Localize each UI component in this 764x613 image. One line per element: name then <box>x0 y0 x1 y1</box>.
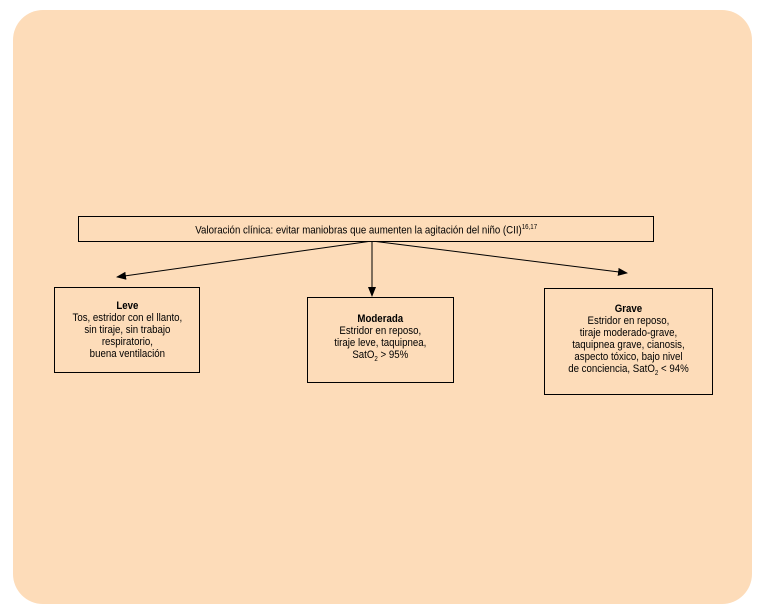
leve-title: Leve <box>115 300 139 312</box>
header-superscript: 16,17 <box>521 223 537 231</box>
grave-title: Grave <box>614 302 643 315</box>
moderada-line: Estridor en reposo, <box>339 325 422 338</box>
grave-line: taquipnea grave, cianosis, <box>572 338 685 351</box>
leve-line: buena ventilación <box>89 348 165 360</box>
moderada-line: tiraje leve, taquipnea, <box>334 337 427 350</box>
grave-line: Estridor en reposo, <box>587 314 670 327</box>
grave-line: aspecto tóxico, bajo nivel <box>574 350 683 363</box>
moderada-title: Moderada <box>357 313 404 326</box>
leve-line: respiratorio, <box>101 336 153 348</box>
header-box: Valoración clínica: evitar maniobras que… <box>78 216 654 242</box>
moderada-sat: SatO2 > 95% <box>352 349 409 364</box>
leve-line: Tos, estridor con el llanto, <box>72 312 182 324</box>
grave-box: Grave Estridor en reposo, tiraje moderad… <box>544 288 713 395</box>
header-text: Valoración clínica: evitar maniobras que… <box>195 224 522 237</box>
grave-sat: de conciencia, SatO2 < 94% <box>568 362 689 378</box>
leve-line: sin tiraje, sin trabajo <box>83 324 171 336</box>
moderada-box: Moderada Estridor en reposo, tiraje leve… <box>307 297 454 383</box>
grave-line: tiraje moderado-grave, <box>579 326 678 339</box>
leve-box: Leve Tos, estridor con el llanto, sin ti… <box>54 287 200 373</box>
arrow-leve <box>116 240 373 280</box>
arrow-grave <box>371 240 628 276</box>
